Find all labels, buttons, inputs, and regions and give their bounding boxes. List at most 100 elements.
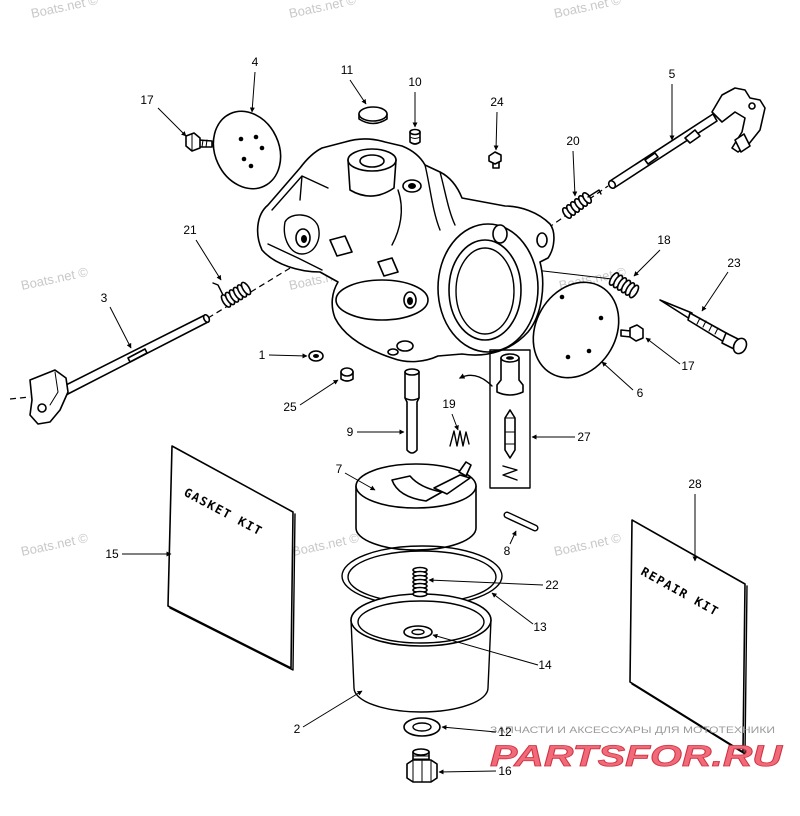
needle-clip — [502, 465, 518, 481]
callout-15: 15 — [105, 547, 119, 561]
leader-18 — [633, 249, 661, 277]
flange-hole-upper — [492, 224, 508, 244]
diaphragm-hole — [238, 136, 244, 142]
part-24-screw — [488, 151, 502, 169]
part-8-float-pin — [503, 511, 539, 532]
callout-18: 18 — [657, 233, 671, 247]
centerline-shaft-3 — [207, 261, 301, 319]
part-9-main-nozzle — [404, 368, 420, 454]
plug-thread-lines — [412, 755, 430, 760]
needle-knob — [732, 337, 748, 355]
throttle-bore — [448, 239, 522, 341]
float-tang — [458, 461, 472, 477]
part-6-gasket — [532, 281, 620, 379]
part-22-spring — [412, 566, 428, 598]
leader-8 — [509, 530, 517, 545]
nozzle-body — [404, 371, 420, 454]
callout-24: 24 — [490, 95, 504, 109]
part-10-jet — [409, 128, 421, 145]
leader-14 — [432, 633, 539, 666]
part-3-choke-shaft — [29, 313, 211, 425]
spring-coil — [240, 281, 252, 296]
washer-hole — [411, 628, 425, 636]
washer-hole — [412, 722, 432, 732]
inlet-needle — [504, 409, 516, 459]
callout-5: 5 — [669, 67, 676, 81]
washer-ring — [403, 717, 441, 737]
callout-20: 20 — [566, 134, 580, 148]
part-17-screw-right — [620, 324, 644, 342]
part-12-washer — [403, 717, 441, 737]
part-27-inlet-needle-seat — [489, 349, 531, 489]
shop-watermark: ЗАПЧАСТИ И АКСЕССУАРЫ ДЛЯ МОТОТЕХНИКИ PA… — [490, 725, 785, 773]
body-ridge — [391, 164, 456, 246]
gasket-hole — [586, 348, 592, 354]
part-4-diaphragm — [212, 110, 282, 190]
left-flange-edge — [267, 175, 329, 271]
screw-head — [488, 151, 502, 165]
part-14-washer — [403, 625, 433, 639]
throttle-bore-inner — [455, 247, 515, 335]
callout-19: 19 — [442, 397, 456, 411]
lever-stop-left — [329, 235, 353, 257]
leader-3 — [109, 306, 132, 349]
screw-head — [340, 367, 354, 377]
leader-21 — [195, 239, 222, 281]
leader-lines — [109, 71, 729, 775]
shaft-end — [607, 179, 617, 190]
part-5-throttle-shaft — [607, 87, 766, 190]
idle-boss-hole — [408, 183, 416, 189]
callout-27: 27 — [577, 430, 591, 444]
lever-stop-right — [377, 257, 399, 277]
float-chamber-seat — [335, 279, 429, 321]
spring-coil — [449, 430, 470, 447]
lever-tab — [734, 133, 751, 153]
plug-hex-edges — [412, 759, 432, 783]
callout-16: 16 — [498, 764, 512, 778]
spring-coil — [412, 590, 428, 598]
bottom-boss — [396, 340, 414, 352]
screw-hex-head — [185, 132, 201, 152]
leader-25 — [299, 379, 339, 406]
leader-19 — [451, 413, 459, 431]
gasket-disc — [532, 281, 620, 379]
callout-21: 21 — [183, 223, 197, 237]
seat-body — [496, 357, 524, 396]
leader-12 — [441, 724, 497, 733]
leader-24 — [493, 111, 499, 151]
spring-leg — [587, 189, 602, 198]
screw-thread — [201, 139, 208, 148]
callout-17a: 17 — [140, 93, 154, 107]
part-17-screw-upper — [185, 132, 213, 152]
part-25-screw — [340, 367, 354, 382]
centerline-left — [9, 396, 31, 400]
lever-hole — [37, 403, 47, 413]
float-hinge-tab — [433, 474, 471, 495]
part-18-spring — [608, 272, 640, 299]
leader-22 — [428, 577, 544, 586]
leader-2 — [302, 690, 363, 728]
bowl-walls — [350, 619, 492, 713]
gasket-hole — [598, 315, 604, 321]
install-direction-arrow — [458, 373, 493, 387]
card-shadow — [631, 585, 748, 755]
callout-25: 25 — [283, 400, 297, 414]
part-15-gasket-kit: GASKET KIT — [167, 445, 296, 671]
part-28-repair-kit: REPAIR KIT — [629, 519, 748, 755]
leader-17b — [645, 337, 681, 365]
spring-coil — [628, 284, 640, 299]
needle-flat — [504, 417, 516, 445]
plug-top — [358, 106, 388, 122]
callout-22: 22 — [545, 578, 559, 592]
nozzle-top — [404, 368, 420, 376]
callout-7: 7 — [336, 462, 343, 476]
card-shadow — [169, 513, 296, 671]
part-19-spring — [449, 430, 470, 447]
washer-hole — [313, 354, 319, 358]
needle-thread — [696, 317, 719, 335]
diaphragm-hole — [248, 163, 254, 169]
jet-groove — [409, 136, 421, 139]
nozzle-collar — [404, 397, 420, 401]
callout-14: 14 — [538, 658, 552, 672]
